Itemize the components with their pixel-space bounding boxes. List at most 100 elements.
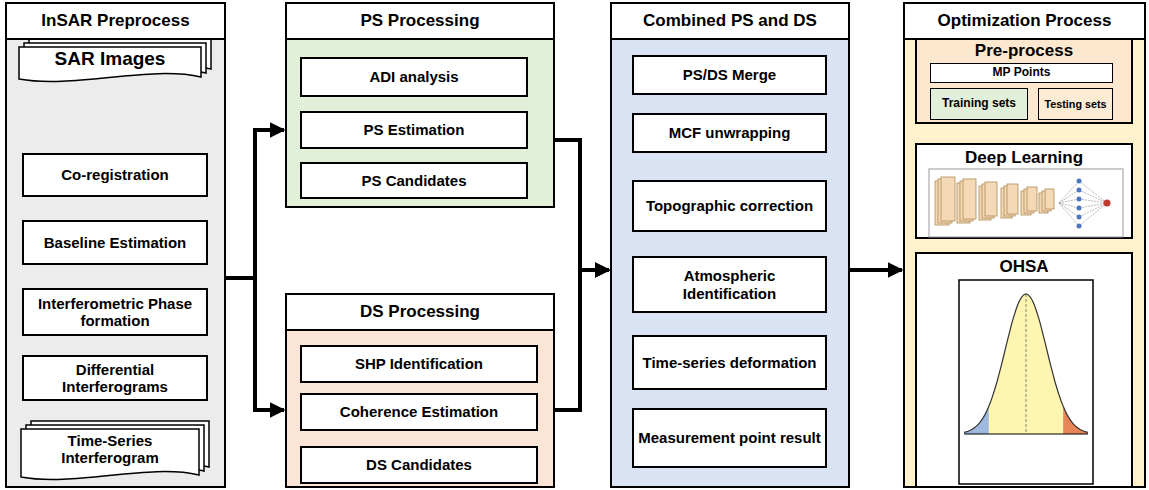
box-label: Co-registration bbox=[57, 166, 173, 183]
neuron bbox=[1077, 206, 1082, 211]
neuron bbox=[1077, 224, 1082, 229]
process-box: PS Estimation bbox=[300, 111, 528, 149]
panel-header: InSAR Preprocess bbox=[7, 4, 224, 40]
box-label: Interferometric Phase formation bbox=[24, 295, 206, 330]
process-box: Training sets bbox=[930, 88, 1028, 120]
box-label: ADI analysis bbox=[365, 68, 462, 85]
panel-heading: Deep Learning bbox=[917, 145, 1131, 168]
process-box: ADI analysis bbox=[300, 57, 528, 97]
process-panel: DS ProcessingSHP IdentificationCoherence… bbox=[285, 293, 555, 488]
flow-arrow bbox=[850, 268, 902, 272]
box-label: SAR Images bbox=[49, 46, 182, 80]
panel-header: Optimization Process bbox=[905, 4, 1144, 40]
flow-arrow bbox=[226, 130, 284, 278]
dense-link bbox=[1079, 203, 1107, 226]
neuron bbox=[1077, 215, 1082, 220]
box-label: Differential Interferograms bbox=[24, 361, 206, 396]
dense-link bbox=[1079, 181, 1107, 203]
document-page bbox=[19, 47, 201, 82]
process-box: Interferometric Phase formation bbox=[22, 288, 208, 336]
box-label: Topographic correction bbox=[642, 197, 817, 214]
process-box: MCF unwrapping bbox=[632, 113, 827, 153]
sub-panel: Pre-process MP PointsTraining sets Testing… bbox=[915, 36, 1133, 124]
feature-map bbox=[985, 182, 997, 216]
illustration-frame bbox=[959, 280, 1093, 484]
panel-heading: InSAR Preprocess bbox=[41, 11, 189, 31]
mean-line bbox=[1026, 294, 1027, 434]
process-panel: Combined PS and DS PS/DS MergeMCF unwrapp… bbox=[610, 2, 850, 488]
box-label: Time-series deformation bbox=[639, 354, 821, 371]
box-label: Training sets bbox=[938, 97, 1020, 111]
process-box: DS Candidates bbox=[300, 446, 538, 484]
feature-map bbox=[1007, 184, 1018, 214]
bell-body bbox=[964, 294, 1088, 434]
panel-header: Combined PS and DS bbox=[612, 4, 848, 40]
dense-link bbox=[1079, 203, 1107, 208]
sub-panel: Deep Learning bbox=[915, 143, 1133, 239]
process-box: Baseline Estimation bbox=[22, 220, 208, 265]
box-label: PS Candidates bbox=[357, 172, 470, 189]
process-box: Testing sets bbox=[1038, 88, 1113, 120]
flow-arrow bbox=[555, 270, 609, 410]
box-label: Measurement point result bbox=[634, 429, 825, 446]
bell-curve-illustration bbox=[917, 254, 1135, 490]
dense-link bbox=[1059, 181, 1079, 203]
dense-link bbox=[1059, 203, 1079, 226]
panel-heading: PS Processing bbox=[360, 11, 479, 31]
feature-map bbox=[963, 179, 976, 219]
feature-map bbox=[941, 177, 955, 221]
document-page bbox=[21, 429, 199, 480]
neuron bbox=[1077, 188, 1082, 193]
box-label: MCF unwrapping bbox=[665, 124, 795, 141]
box-label: SHP Identification bbox=[351, 355, 487, 372]
process-panel: Optimization ProcessPre-process MP Points… bbox=[903, 2, 1146, 488]
process-panel: InSAR PreprocessSAR ImagesCo-registratio… bbox=[5, 2, 226, 488]
dense-link bbox=[1079, 203, 1107, 217]
panel-heading: Combined PS and DS bbox=[643, 11, 817, 31]
process-box: Measurement point result bbox=[632, 408, 827, 468]
neuron bbox=[1077, 197, 1082, 202]
box-label: PS/DS Merge bbox=[679, 66, 780, 83]
dense-link bbox=[1079, 190, 1107, 203]
box-label: Time-Series Interferogram bbox=[20, 430, 210, 477]
dense-link bbox=[1059, 199, 1079, 203]
right-tail bbox=[1063, 406, 1088, 434]
panel-heading: Optimization Process bbox=[938, 11, 1112, 31]
box-label: DS Candidates bbox=[362, 456, 476, 473]
feature-map bbox=[1027, 187, 1037, 211]
process-box: Time-series deformation bbox=[632, 335, 827, 390]
output-neuron bbox=[1104, 200, 1111, 207]
neuron bbox=[1077, 179, 1082, 184]
sub-panel: OHSA bbox=[915, 252, 1133, 488]
process-box: Co-registration bbox=[22, 153, 208, 197]
flow-arrow bbox=[226, 278, 284, 410]
panel-header: DS Processing bbox=[287, 295, 553, 331]
process-box: MP Points bbox=[930, 63, 1113, 83]
process-box: PS/DS Merge bbox=[632, 55, 827, 95]
panel-heading: OHSA bbox=[917, 254, 1131, 277]
process-box: Coherence Estimation bbox=[300, 393, 538, 431]
process-box: Topographic correction bbox=[632, 180, 827, 232]
box-label: Atmospheric Identification bbox=[634, 267, 825, 302]
panel-header: PS Processing bbox=[287, 4, 553, 40]
process-box: PS Candidates bbox=[300, 162, 528, 199]
process-panel: PS ProcessingADI analysis PS EstimationPS… bbox=[285, 2, 555, 208]
dense-link bbox=[1059, 190, 1079, 203]
box-label: Testing sets bbox=[1040, 98, 1110, 110]
dense-link bbox=[1079, 199, 1107, 203]
box-label: Coherence Estimation bbox=[336, 403, 502, 420]
box-label: PS Estimation bbox=[360, 121, 469, 138]
panel-heading: DS Processing bbox=[360, 302, 480, 322]
feature-map bbox=[1045, 189, 1054, 209]
panel-heading: Pre-process bbox=[917, 38, 1131, 61]
left-tail bbox=[964, 406, 989, 434]
document-node: Time-Series Interferogram bbox=[20, 420, 210, 486]
flow-arrow bbox=[555, 140, 609, 270]
process-box: Differential Interferograms bbox=[22, 355, 208, 401]
box-label: Baseline Estimation bbox=[40, 234, 191, 251]
illustration-frame bbox=[929, 169, 1123, 237]
process-box: SHP Identification bbox=[300, 345, 538, 383]
dense-link bbox=[1059, 203, 1079, 208]
box-label: MP Points bbox=[989, 66, 1055, 80]
